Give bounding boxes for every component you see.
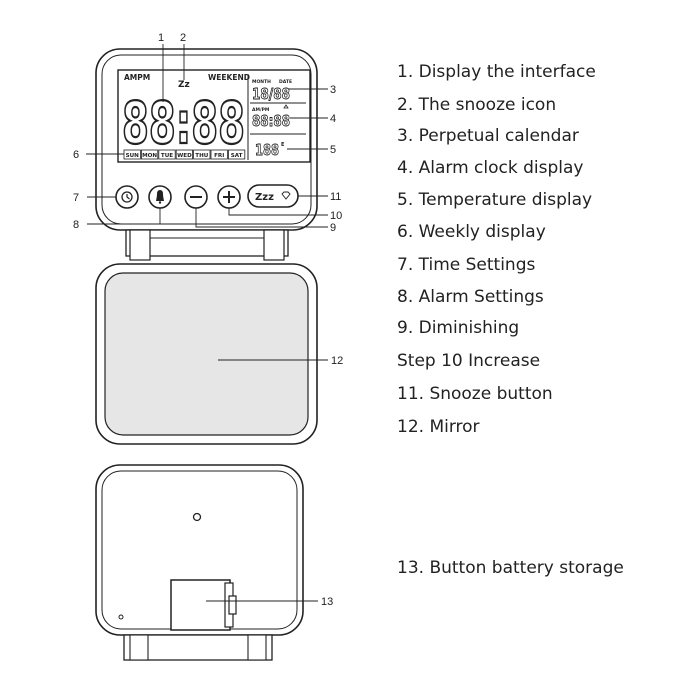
weekday-cell-wed: WED <box>175 149 193 160</box>
weekday-cell-mon: MON <box>140 149 159 160</box>
legend-item-3: 3. Perpetual calendar <box>397 126 579 146</box>
legend-item-12: 12. Mirror <box>397 417 480 437</box>
callout-9: 9 <box>330 222 336 234</box>
weekday-label: TUE <box>161 153 173 159</box>
back-view <box>95 464 304 661</box>
callout-4: 4 <box>330 113 336 125</box>
bell-icon <box>156 190 164 204</box>
callout-2: 2 <box>180 32 186 44</box>
callout-5: 5 <box>330 144 336 156</box>
weekday-label: THU <box>195 153 208 159</box>
callout-7: 7 <box>73 192 79 204</box>
lcd-screen <box>117 69 311 163</box>
back-stand <box>123 634 273 661</box>
legend-item-6: 6. Weekly display <box>397 222 546 242</box>
snooze-button[interactable]: Zzz <box>247 184 299 208</box>
callout-3: 3 <box>330 84 336 96</box>
legend-item-11: 11. Snooze button <box>397 384 553 404</box>
lcd-ampm-label: AMPM <box>124 73 150 82</box>
lcd-month-label: MONTH <box>252 79 271 85</box>
callout-11: 11 <box>330 191 341 203</box>
callout-1: 1 <box>158 32 164 44</box>
lcd-time-digits: 88:88 <box>122 89 245 157</box>
legend-item-13: 13. Button battery storage <box>397 558 624 578</box>
clock-icon <box>121 191 133 203</box>
lcd-weekend-label: WEEKEND <box>208 73 250 82</box>
legend-item-8: 8. Alarm Settings <box>397 287 544 307</box>
weekday-label: WED <box>177 153 192 159</box>
hinge <box>125 229 289 261</box>
mirror-lid <box>95 263 318 445</box>
front-view: AMPM Zz WEEKEND 88:88 MONTH DATE 18/88 A… <box>95 48 318 231</box>
callout-10: 10 <box>330 210 342 222</box>
weekday-cell-fri: FRI <box>210 149 228 160</box>
legend-item-7: 7. Time Settings <box>397 255 536 275</box>
lcd-date-value: 18/88 <box>252 85 290 103</box>
callout-8: 8 <box>73 219 79 231</box>
legend-item-4: 4. Alarm clock display <box>397 158 584 178</box>
mirror-surface <box>104 272 309 436</box>
lcd-alarm-bell-icon <box>283 104 289 109</box>
legend-item-5: 5. Temperature display <box>397 190 593 210</box>
legend-item-2: 2. The snooze icon <box>397 95 557 115</box>
weekday-label: FRI <box>214 153 224 159</box>
back-small-hole <box>118 614 124 620</box>
weekday-cell-sat: SAT <box>227 149 246 160</box>
weekday-label: MON <box>142 153 157 159</box>
lcd-snooze-glyph: Zz <box>178 80 190 90</box>
alarm-button[interactable] <box>148 185 172 209</box>
lcd-temp-value: 188 <box>255 141 279 159</box>
weekday-label: SUN <box>126 153 140 159</box>
minus-button[interactable] <box>184 185 208 209</box>
lcd-temp-unit: E <box>281 142 285 148</box>
weekday-label: SAT <box>231 153 243 159</box>
callout-12: 12 <box>331 355 343 367</box>
weekday-cell-tue: TUE <box>158 149 176 160</box>
callout-6: 6 <box>73 149 79 161</box>
back-hole <box>192 512 202 522</box>
lcd-alarm-value: 88:88 <box>252 112 290 130</box>
legend-item-1: 1. Display the interface <box>397 62 596 82</box>
weekday-cell-sun: SUN <box>123 149 141 160</box>
front-body-inner <box>101 54 312 225</box>
legend-item-9: 9. Diminishing <box>397 318 520 338</box>
snooze-icon <box>281 191 291 200</box>
callout-numbers: 1 2 3 4 5 6 7 8 9 10 11 12 13 <box>73 32 343 608</box>
time-button[interactable] <box>115 185 139 209</box>
callout-lines <box>86 44 328 602</box>
plus-icon <box>223 191 235 203</box>
snooze-button-label: Zzz <box>255 192 274 203</box>
battery-compartment[interactable] <box>170 579 237 631</box>
weekday-cell-thu: THU <box>193 149 211 160</box>
lcd-date-label: DATE <box>279 79 292 85</box>
callout-13: 13 <box>321 596 333 608</box>
lcd-alarm-label: AM/PM <box>252 107 270 113</box>
lcd-main-time: 88:88 <box>121 88 246 158</box>
legend-item-10: Step 10 Increase <box>397 351 541 371</box>
plus-button[interactable] <box>217 185 241 209</box>
